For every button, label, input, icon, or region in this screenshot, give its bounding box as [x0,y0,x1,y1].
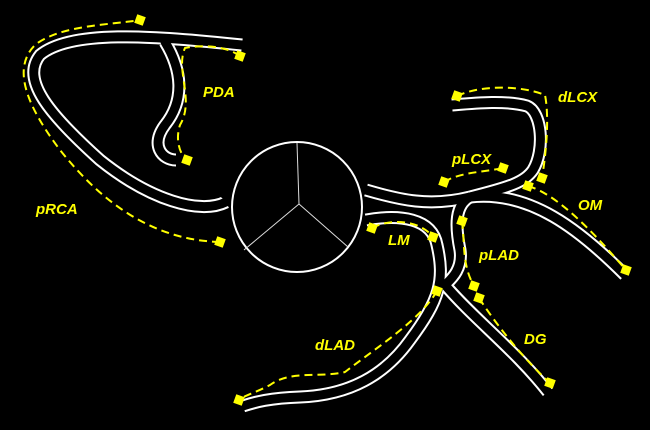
vessels [27,30,630,413]
vessel-lcx-lumen [361,97,545,207]
vessel-pda-lumen [153,37,184,165]
label-lm: LM [388,232,410,249]
segment-endpoint-marker-plcx-end[interactable] [497,162,509,174]
vessel-lm-lad-lumen [238,213,445,411]
segment-endpoint-marker-om-end[interactable] [620,264,632,276]
segment-endpoint-marker-plad-start[interactable] [456,215,468,227]
segment-endpoint-marker-dg-end[interactable] [544,377,556,389]
segment-endpoint-marker-prca-end[interactable] [134,14,146,26]
segment-endpoint-marker-dlad-start[interactable] [431,285,443,297]
label-dlcx: dLCX [558,89,598,106]
segment-path-plad [461,220,475,287]
label-pda: PDA [203,84,235,101]
vessel-lad-prox-lumen [440,192,475,290]
segment-endpoint-marker-pda-start[interactable] [234,50,246,62]
label-plad: pLAD [478,247,519,264]
segment-endpoint-marker-plad-end[interactable] [468,280,480,292]
label-prca: pRCA [35,201,78,218]
segment-endpoint-marker-dlcx-end[interactable] [536,172,548,184]
segment-endpoint-marker-dg-start[interactable] [473,292,485,304]
label-dg: DG [524,331,547,348]
segment-endpoint-marker-pda-end[interactable] [181,154,193,166]
label-dlad: dLAD [315,337,355,354]
segment-endpoint-marker-dlad-end[interactable] [233,394,245,406]
aortic-root [219,141,363,273]
segment-path-prca [22,19,221,243]
segment-path-pda [177,45,241,161]
label-plcx: pLCX [451,151,492,168]
segment-path-dg [478,297,551,384]
segment-path-plcx [443,167,504,183]
segment-endpoint-marker-om-start[interactable] [522,180,534,192]
vessel-om-lumen [465,191,630,280]
vessel-rca-lumen [29,32,247,212]
segment-endpoint-marker-lm-end[interactable] [427,231,439,243]
segment-endpoint-marker-plcx-start[interactable] [438,176,450,188]
segment-markers [22,14,632,406]
vessel-dg-lumen [440,280,553,397]
label-om: OM [578,197,603,214]
segment-labels: PDA pRCA LM pLCX dLCX OM pLAD dLAD DG [35,84,603,354]
segment-endpoint-marker-lm-start[interactable] [366,222,378,234]
segment-endpoint-marker-prca-start[interactable] [214,236,226,248]
segment-endpoint-marker-dlcx-start[interactable] [451,90,463,102]
segment-path-dlad [238,290,438,401]
